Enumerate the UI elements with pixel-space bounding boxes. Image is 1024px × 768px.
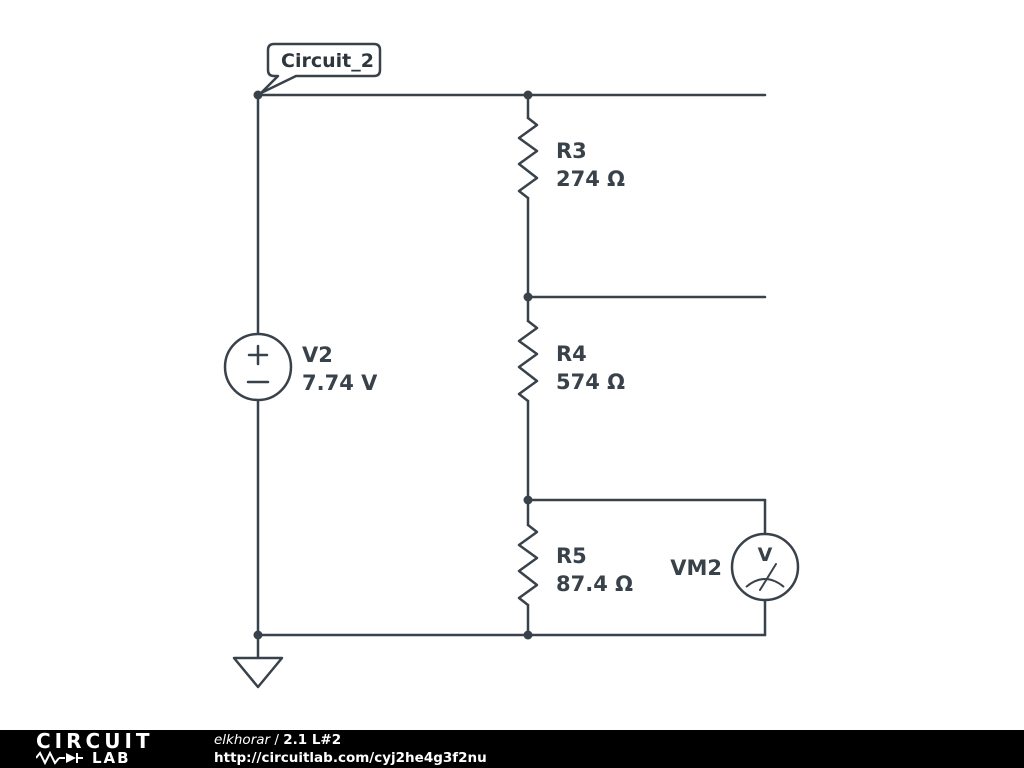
circuit-label-callout[interactable]: Circuit_2	[259, 42, 382, 95]
junction-dot	[523, 90, 533, 100]
r4-name-label: R4	[556, 342, 587, 366]
voltmeter-v-icon: V	[758, 544, 773, 566]
v2-value-label: 7.74 V	[302, 371, 378, 395]
v2-name-label: V2	[302, 343, 333, 367]
r5-value-label: 87.4 Ω	[556, 572, 633, 596]
junction-dot	[523, 630, 533, 640]
footer-bar: CIRCUIT LAB elkhorar / 2.1 L#2 http://ci…	[0, 730, 1024, 768]
resistor-r5[interactable]: R5 87.4 Ω	[517, 523, 633, 607]
voltmeter-vm2[interactable]: V VM2	[670, 532, 800, 602]
circuit-title: 2.1 L#2	[283, 732, 342, 748]
r5-name-label: R5	[556, 544, 587, 568]
resistor-r4[interactable]: R4 574 Ω	[517, 319, 625, 403]
resistor-zigzag[interactable]	[517, 523, 539, 607]
r3-name-label: R3	[556, 139, 587, 163]
circuitlab-logo[interactable]: CIRCUIT LAB	[36, 729, 188, 767]
footer-meta: elkhorar / 2.1 L#2 http://circuitlab.com…	[214, 731, 487, 767]
r4-value-label: 574 Ω	[556, 370, 625, 394]
voltage-source-body[interactable]	[223, 332, 293, 402]
junction-dot	[523, 495, 533, 505]
schematic-canvas: V2 7.74 V R3 274 Ω R4 574 Ω R5 87.4 Ω V	[223, 42, 800, 689]
vm2-name-label: VM2	[670, 556, 722, 580]
meter-needle-icon	[759, 563, 777, 591]
callout-bubble[interactable]	[259, 42, 382, 95]
circuit-name-label: Circuit_2	[281, 50, 374, 72]
resistor-diode-icon	[36, 751, 83, 765]
meter-scale-arc-icon	[745, 578, 785, 588]
voltage-source-v2[interactable]: V2 7.74 V	[223, 332, 378, 402]
ground-triangle[interactable]	[232, 656, 284, 689]
resistor-zigzag[interactable]	[517, 319, 539, 403]
share-url[interactable]: http://circuitlab.com/cyj2he4g3f2nu	[214, 750, 487, 766]
r3-value-label: 274 Ω	[556, 167, 625, 191]
resistor-r3[interactable]: R3 274 Ω	[517, 116, 625, 200]
voltmeter-body[interactable]	[730, 532, 800, 602]
author-title-line: elkhorar / 2.1 L#2	[214, 731, 487, 749]
logo-circuit-text: CIRCUIT	[36, 729, 154, 753]
ground-symbol[interactable]	[232, 656, 284, 689]
resistor-zigzag[interactable]	[517, 116, 539, 200]
author-name: elkhorar	[214, 732, 271, 748]
junction-dot	[523, 292, 533, 302]
logo-lab-text: LAB	[92, 749, 131, 767]
junction-dot	[253, 630, 263, 640]
separator: /	[270, 732, 284, 748]
